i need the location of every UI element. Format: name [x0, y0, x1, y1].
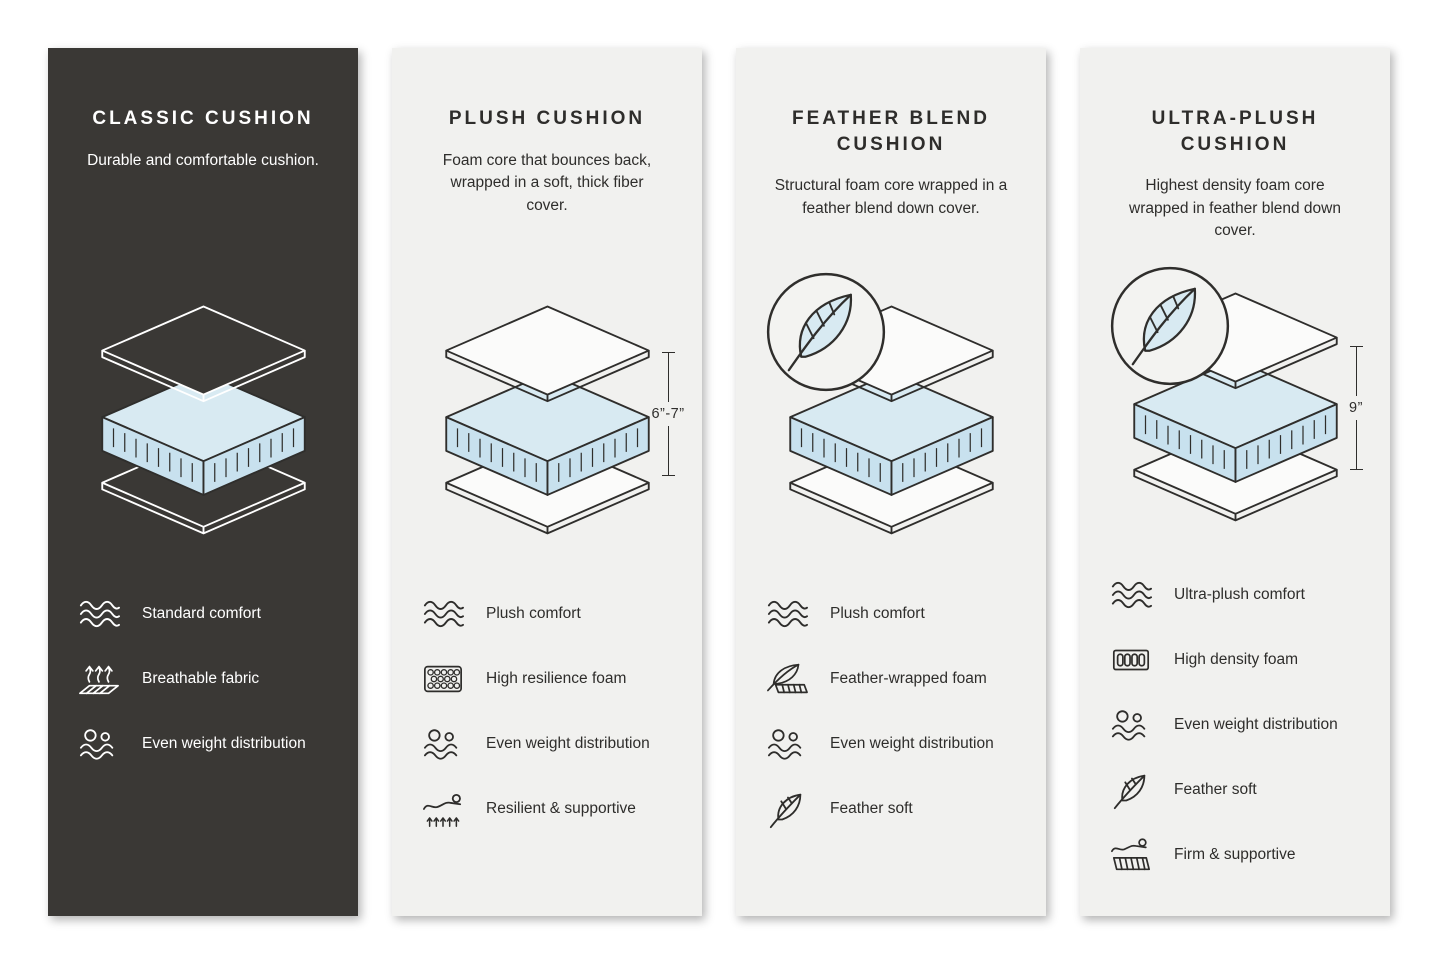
feature-row: Even weight distribution: [1108, 704, 1362, 746]
feature-label: Firm & supportive: [1174, 845, 1296, 863]
card-description: Foam core that bounces back, wrapped in …: [442, 151, 652, 214]
feature-label: Even weight distribution: [830, 734, 994, 752]
feature-label: Plush comfort: [830, 604, 925, 622]
feature-label: Standard comfort: [142, 604, 261, 622]
feather-icon: [1108, 769, 1154, 811]
measurement-label: 6”-7”: [651, 406, 685, 422]
feature-list: Ultra-plush comfort High density foam Ev…: [1106, 574, 1364, 876]
cushion-stack-illustration: [91, 299, 316, 541]
card-header: ULTRA-PLUSH CUSHION Highest density foam…: [1106, 106, 1364, 250]
card-title: FEATHER BLEND CUSHION: [791, 108, 991, 155]
feature-label: Plush comfort: [486, 604, 581, 622]
measure-cap-top: [661, 352, 675, 353]
breathable-icon: [76, 658, 122, 700]
resilient-icon: [420, 788, 466, 830]
card-header: CLASSIC CUSHION Durable and comfortable …: [74, 106, 332, 256]
feature-row: Even weight distribution: [764, 723, 1018, 765]
feature-label: Breathable fabric: [142, 669, 260, 687]
feather-icon: [764, 788, 810, 830]
cushion-diagram: [762, 262, 1020, 577]
feature-row: Standard comfort: [76, 593, 330, 635]
measure-cap-top: [1349, 345, 1363, 347]
feature-row: Breathable fabric: [76, 658, 330, 700]
feature-label: Even weight distribution: [1174, 715, 1338, 733]
cushion-diagram: 9”: [1106, 256, 1364, 558]
feature-label: Resilient & supportive: [486, 799, 636, 817]
feature-row: High density foam: [1108, 639, 1362, 681]
card-feather-blend-cushion: FEATHER BLEND CUSHION Structural foam co…: [736, 48, 1046, 916]
card-header: FEATHER BLEND CUSHION Structural foam co…: [762, 106, 1020, 256]
measure-cap-bottom: [661, 475, 675, 476]
card-title: PLUSH CUSHION: [448, 108, 646, 129]
card-ultra-plush-cushion: ULTRA-PLUSH CUSHION Highest density foam…: [1080, 48, 1390, 916]
feature-row: Feather-wrapped foam: [764, 658, 1018, 700]
feature-row: Even weight distribution: [76, 723, 330, 765]
even-weight-icon: [764, 723, 810, 765]
feature-row: Plush comfort: [420, 593, 674, 635]
even-weight-icon: [1108, 704, 1154, 746]
measure-line: [667, 353, 669, 402]
card-classic-cushion: CLASSIC CUSHION Durable and comfortable …: [48, 48, 358, 916]
card-header: PLUSH CUSHION Foam core that bounces bac…: [418, 106, 676, 256]
feather-badge-icon: [764, 270, 888, 394]
feature-list: Standard comfort Breathable fabric Even …: [74, 593, 332, 765]
feather-badge-icon: [1108, 264, 1232, 388]
cushion-diagram: [74, 262, 332, 577]
cushion-diagram: 6”-7”: [418, 262, 684, 577]
measure-cap-bottom: [1349, 468, 1363, 470]
foam-cells-icon: [420, 658, 466, 700]
card-description: Highest density foam core wrapped in fea…: [1129, 177, 1341, 240]
waves-icon: [76, 593, 122, 635]
waves-icon: [420, 593, 466, 635]
feature-label: Feather-wrapped foam: [830, 669, 987, 687]
card-description: Durable and comfortable cushion.: [87, 151, 319, 169]
feature-row: Feather soft: [764, 788, 1018, 830]
height-measurement: 6”-7”: [646, 352, 690, 476]
feature-row: Ultra-plush comfort: [1108, 574, 1362, 616]
density-foam-icon: [1108, 639, 1154, 681]
card-title: ULTRA-PLUSH CUSHION: [1151, 108, 1319, 155]
cushion-stack-illustration: [435, 299, 660, 541]
feature-row: High resilience foam: [420, 658, 674, 700]
height-measurement: 9”: [1334, 345, 1378, 470]
card-title: CLASSIC CUSHION: [92, 108, 314, 129]
firm-icon: [1108, 834, 1154, 876]
feature-label: High density foam: [1174, 650, 1299, 668]
feature-row: Even weight distribution: [420, 723, 674, 765]
feature-label: Feather soft: [1174, 780, 1257, 798]
even-weight-icon: [76, 723, 122, 765]
feature-row: Plush comfort: [764, 593, 1018, 635]
feature-list: Plush comfort High resilience foam Even …: [418, 593, 676, 830]
feature-label: Ultra-plush comfort: [1174, 585, 1305, 603]
feature-row: Resilient & supportive: [420, 788, 674, 830]
feature-row: Firm & supportive: [1108, 834, 1362, 876]
waves-icon: [764, 593, 810, 635]
feature-row: Feather soft: [1108, 769, 1362, 811]
measurement-label: 9”: [1349, 399, 1363, 416]
even-weight-icon: [420, 723, 466, 765]
feature-list: Plush comfort Feather-wrapped foam Even …: [762, 593, 1020, 830]
measure-line: [1355, 419, 1357, 469]
feature-label: Feather soft: [830, 799, 913, 817]
card-plush-cushion: PLUSH CUSHION Foam core that bounces bac…: [392, 48, 702, 916]
feature-label: Even weight distribution: [486, 734, 650, 752]
feature-label: High resilience foam: [486, 669, 627, 687]
measure-line: [667, 426, 669, 475]
feature-label: Even weight distribution: [142, 734, 306, 752]
measure-line: [1355, 346, 1357, 396]
feather-foam-icon: [764, 658, 810, 700]
card-description: Structural foam core wrapped in a feathe…: [774, 177, 1008, 217]
waves-icon: [1108, 574, 1154, 616]
